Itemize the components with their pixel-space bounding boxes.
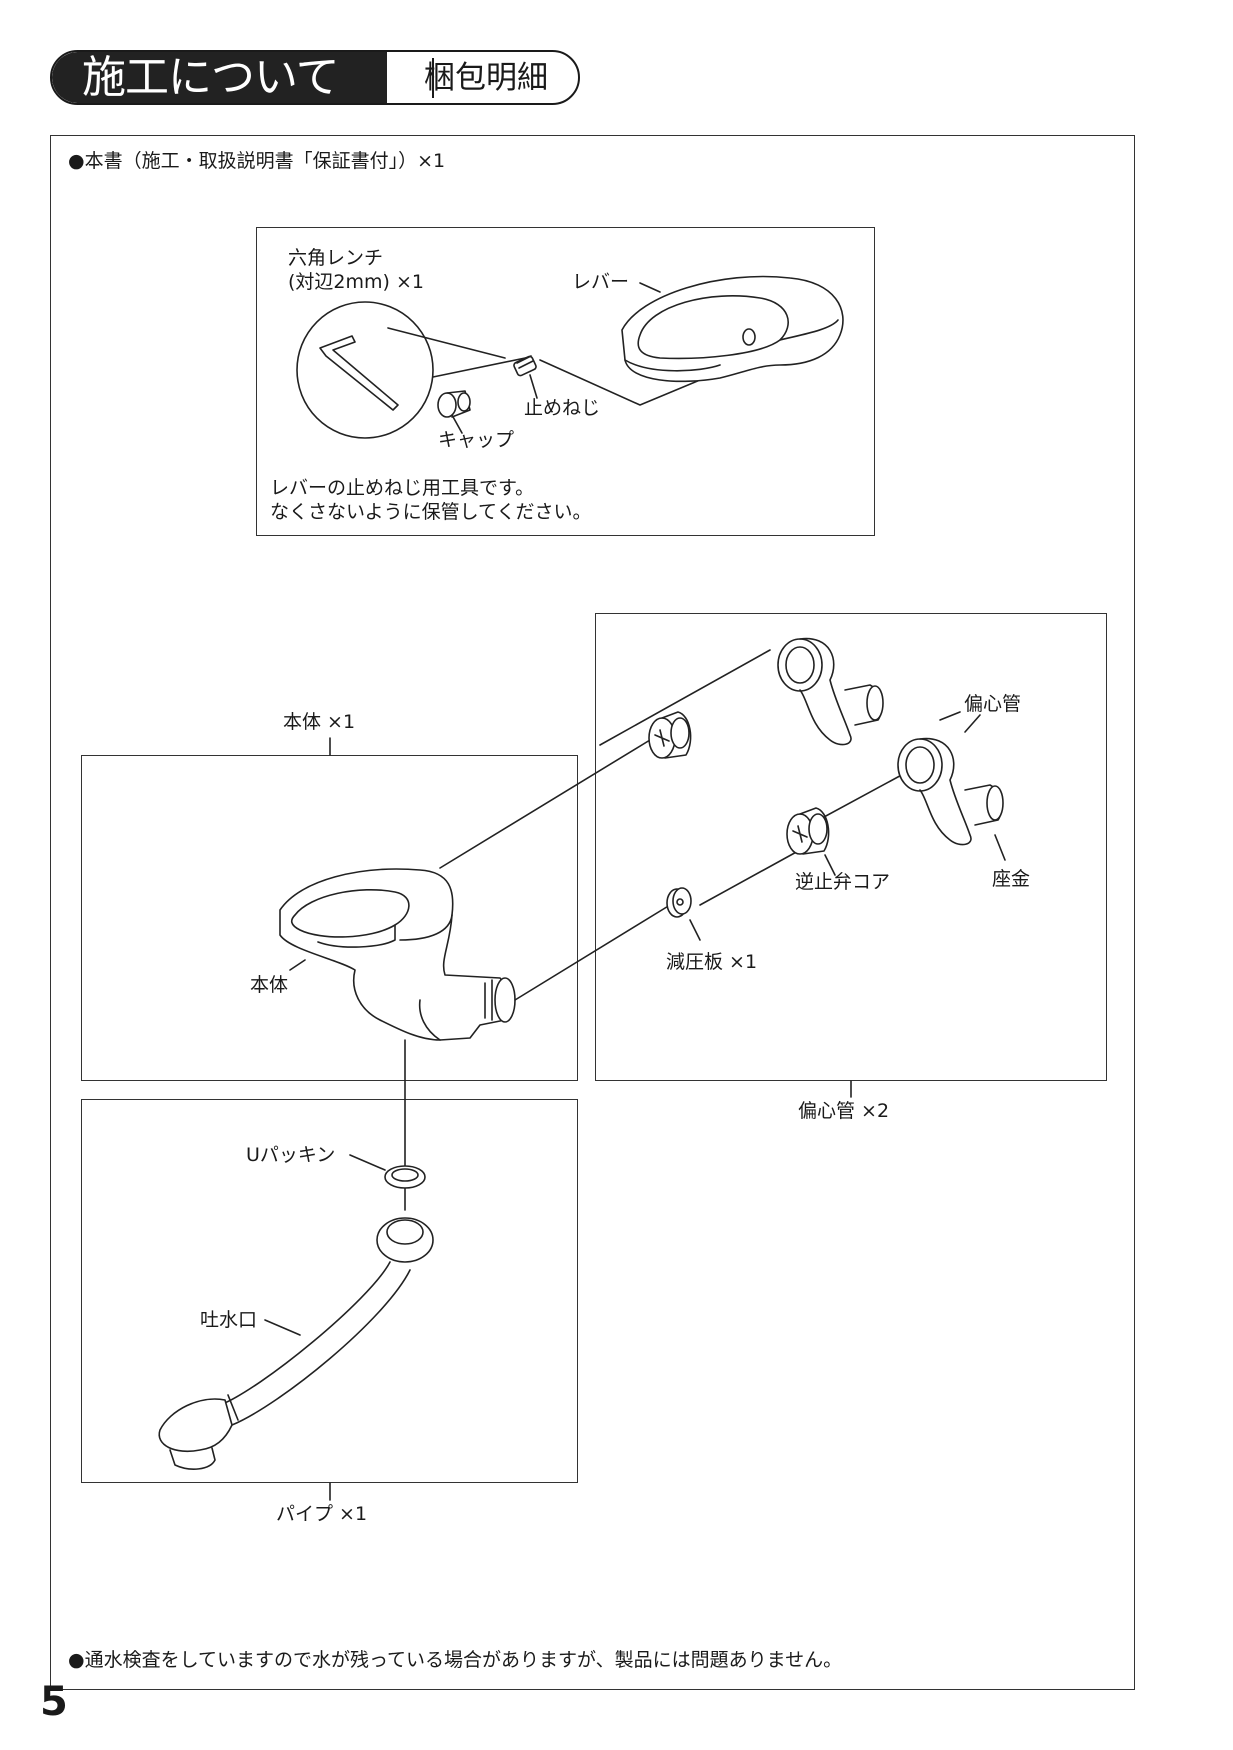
body-label: 本体 [250,974,289,996]
header-subtitle: 梱包明細 [424,60,548,96]
packing-list-frame [50,135,1135,1690]
water-test-note: ●通水検査をしていますので水が残っている場合がありますが、製品には問題ありません… [68,1649,843,1671]
check-valve-core-top-icon [648,711,692,759]
check-valve-core-icon [786,807,830,855]
spout-pipe-icon [158,1217,434,1470]
lever-note-1: レバーの止めねじ用工具です。 [270,477,535,499]
body-caption: 本体 ×1 [283,711,356,733]
header-title-bg [52,52,387,103]
lever-parts-box [256,227,875,536]
check-valve-core-label: 逆止弁コア [795,871,891,893]
pipe-caption: パイプ ×1 [276,1503,368,1525]
eccentric-pipe-top-icon [777,637,884,746]
set-screw-label: 止めねじ [524,397,601,419]
wrench-detail-circle [296,301,434,439]
spout-label: 吐水口 [200,1309,258,1331]
hex-wrench-size-label: (対辺2mm) ×1 [288,271,424,293]
eccentric-pipe-caption: 偏心管 ×2 [798,1100,890,1122]
lever-icon [621,275,844,383]
manual-note: ●本書（施工・取扱説明書「保証書付」）×1 [68,150,446,172]
cap-label: キャップ [438,429,515,451]
eccentric-pipe-label: 偏心管 [964,693,1022,715]
header-subtitle-box [432,58,578,98]
hex-wrench-icon [319,335,399,411]
eccentric-pipe-icon [897,711,1004,846]
lever-label: レバー [572,271,630,293]
set-screw-icon [513,355,537,377]
u-packing-icon [384,1165,426,1189]
lever-note-2: なくさないように保管してください。 [270,501,592,523]
pressure-plate-icon [666,887,692,918]
header-title: 施工について [82,52,340,103]
faucet-body-icon [279,868,516,1041]
u-packing-label: Uパッキン [246,1144,336,1166]
section-header: 施工について 梱包明細 [50,50,580,105]
washer-label: 座金 [992,868,1031,890]
pressure-plate-label: 減圧板 ×1 [666,951,758,973]
cap-icon [437,390,471,418]
page-number: 5 [40,1679,68,1725]
hex-wrench-label: 六角レンチ [288,247,384,269]
